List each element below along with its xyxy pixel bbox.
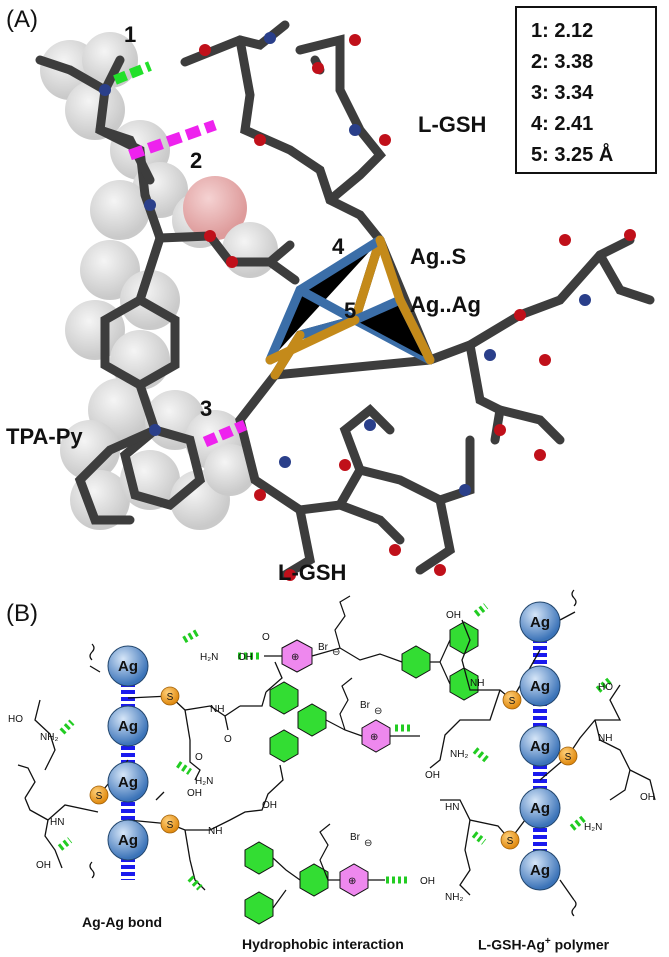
ag-label-l3: Ag xyxy=(118,774,138,791)
chem-nh2-3: NH₂ xyxy=(445,892,463,903)
chem-h2n-1: H₂N xyxy=(200,652,218,663)
ag-label-l4: Ag xyxy=(118,832,138,849)
chem-br-3: Br xyxy=(350,832,361,843)
marker-number-4: 4 xyxy=(332,234,345,259)
chem-plus-2: ⊕ xyxy=(370,732,378,743)
chem-oh-5: OH xyxy=(446,610,461,621)
chem-br-1: Br xyxy=(318,642,329,653)
l-gsh-heteroatoms xyxy=(199,32,636,581)
s-label-3: S xyxy=(167,820,174,831)
chem-o-2: O xyxy=(224,734,232,745)
caption-polymer-prefix: L-GSH-Ag xyxy=(478,936,545,953)
marker-number-2: 2 xyxy=(190,148,203,173)
ag-label-r4: Ag xyxy=(530,800,550,817)
tpa-py-molecule-middle xyxy=(269,677,420,763)
s-label-5: S xyxy=(565,752,572,763)
hbond-2 xyxy=(128,119,217,161)
chem-nh-2: NH xyxy=(208,826,222,837)
hbond-1 xyxy=(113,61,152,85)
s-label-6: S xyxy=(507,836,514,847)
chem-oh-3: OH xyxy=(262,800,277,811)
l-gsh-bottom-label: L-GSH xyxy=(278,560,347,585)
chem-ho-1: HO xyxy=(8,714,23,725)
s-label-2: S xyxy=(96,791,103,802)
panel-b-label: (B) xyxy=(6,600,38,627)
distance-3: 3: 3.34 xyxy=(531,82,594,104)
chem-oh-4: OH xyxy=(36,860,51,871)
chem-nh2-2: NH₂ xyxy=(450,749,468,760)
tpa-py-molecule-top xyxy=(264,595,479,701)
ag-label-r2: Ag xyxy=(530,678,550,695)
chem-h2n-3: H₂N xyxy=(584,822,602,833)
marker-number-5: 5 xyxy=(344,298,357,323)
tpa-py-heteroatoms xyxy=(99,84,238,436)
chem-ho-2: HO xyxy=(598,682,613,693)
tpa-py-molecule-bottom xyxy=(244,823,385,925)
caption-polymer-suffix: polymer xyxy=(550,936,610,953)
ag-label-l1: Ag xyxy=(118,658,138,675)
s-label-4: S xyxy=(509,696,516,707)
chem-nh-3: NH xyxy=(470,678,484,689)
chem-o-3: O xyxy=(195,752,203,763)
s-label-1: S xyxy=(167,692,174,703)
panel-a-molecular-model xyxy=(35,20,655,581)
ag-label-r1: Ag xyxy=(530,614,550,631)
chem-minus-3: ⊖ xyxy=(364,838,372,849)
chem-minus-2: ⊖ xyxy=(374,706,382,717)
chem-o-1: O xyxy=(262,632,270,643)
chem-br-2: Br xyxy=(360,700,371,711)
chem-minus-1: ⊖ xyxy=(332,647,340,658)
green-interaction-dashes xyxy=(57,603,613,891)
ag-label-r3: Ag xyxy=(530,738,550,755)
chem-plus-3: ⊕ xyxy=(348,876,356,887)
chem-oh-6: OH xyxy=(425,770,440,781)
ag-ag-label: Ag..Ag xyxy=(410,292,481,317)
chem-hn-1: HN xyxy=(50,817,64,828)
chain-end-marks xyxy=(89,589,577,917)
chem-nh-4: NH xyxy=(598,733,612,744)
distance-legend: 1: 2.12 2: 3.38 3: 3.34 4: 2.41 5: 3.25 … xyxy=(515,6,657,174)
ag-label-r5: Ag xyxy=(530,862,550,879)
marker-number-3: 3 xyxy=(200,396,213,421)
ag-spheres xyxy=(107,601,561,891)
distance-5: 5: 3.25 Å xyxy=(531,144,614,166)
marker-number-1: 1 xyxy=(124,22,137,47)
panel-a-label: (A) xyxy=(6,6,38,33)
ag-s-label: Ag..S xyxy=(410,244,467,269)
hbond-3 xyxy=(202,419,248,448)
chem-oh-8: OH xyxy=(420,876,435,887)
chem-h2n-2: H₂N xyxy=(195,776,213,787)
caption-polymer-sup: + xyxy=(544,936,551,947)
chem-oh-1: OH xyxy=(238,652,253,663)
chem-nh-1: NH xyxy=(210,704,224,715)
distance-4: 4: 2.41 xyxy=(531,113,594,135)
s-spheres xyxy=(89,686,578,850)
tpa-py-label: TPA-Py xyxy=(6,424,83,449)
distance-2: 2: 3.38 xyxy=(531,51,594,73)
caption-hydrophobic: Hydrophobic interaction xyxy=(242,936,404,952)
chem-plus-1: ⊕ xyxy=(291,652,299,663)
chem-oh-7: OH xyxy=(640,792,655,803)
caption-polymer: L-GSH-Ag+ polymer xyxy=(478,936,609,953)
chem-hn-2: HN xyxy=(445,802,459,813)
ag-s-cluster xyxy=(265,235,435,380)
l-gsh-top-label: L-GSH xyxy=(418,112,487,137)
distance-1: 1: 2.12 xyxy=(531,20,594,42)
left-chain-bonds xyxy=(17,661,284,891)
chem-oh-2: OH xyxy=(187,788,202,799)
ag-label-l2: Ag xyxy=(118,718,138,735)
chem-nh2-1: NH₂ xyxy=(40,732,58,743)
caption-ag-ag-bond: Ag-Ag bond xyxy=(82,914,163,930)
